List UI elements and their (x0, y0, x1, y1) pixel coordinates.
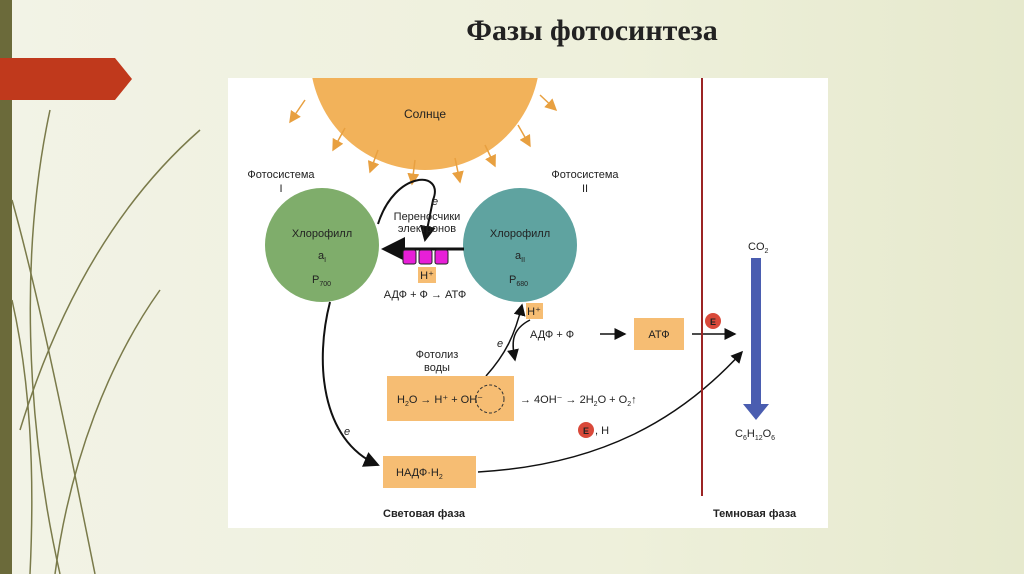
atp-box (634, 318, 684, 350)
photosystem1-label: Фотосистема (247, 169, 315, 181)
water-equation: H2O→H⁺ +OH⁻ (397, 394, 483, 408)
sun (312, 78, 538, 170)
h-plus-1: H⁺ (420, 270, 434, 282)
carriers-label-1: Переносчики (394, 211, 461, 223)
a2-label: aII (515, 250, 525, 264)
carriers-label-2: электронов (398, 223, 456, 235)
water-photolysis-box (387, 376, 514, 421)
co2-arrow (751, 258, 761, 408)
title-banner-arrow (0, 58, 132, 100)
photolysis-label-2: воды (424, 362, 450, 374)
photosystem2-label: Фотосистема (551, 169, 619, 181)
electron-carriers (402, 249, 449, 265)
co2-label: CO2 (748, 241, 769, 255)
nadph-label: НАДФ·H2 (396, 467, 443, 481)
decorative-lines (11, 109, 201, 574)
h-plus-2: H⁺ (527, 306, 541, 318)
sun-rays (289, 94, 558, 186)
a1-label: aI (318, 250, 326, 264)
chlorophyll1-label: Хлорофилл (292, 228, 352, 240)
oh-reaction: → 4OH⁻ → 2H2O + O2↑ (520, 394, 637, 408)
photosystem1-circle (265, 188, 379, 302)
chlorophyll2-label: Хлорофилл (490, 228, 550, 240)
slide-title: Фазы фотосинтеза (466, 14, 717, 47)
sun-label: Солнце (404, 107, 446, 121)
photosystem2-circle (463, 188, 577, 302)
electron-label-3: e (497, 338, 503, 350)
photosystem1-number: I (279, 183, 282, 195)
atp-label: АТФ (648, 329, 669, 341)
e-h-label: , H (595, 425, 609, 437)
atp-reaction-top: АДФ + Ф → АТФ (384, 289, 466, 301)
p700-label: P700 (312, 274, 331, 288)
nadph-box (383, 456, 476, 488)
dark-phase-label: Темновая фаза (713, 508, 797, 520)
p680-label: P680 (509, 274, 528, 288)
adp-p-label: АДФ + Ф (530, 329, 574, 341)
energy-label-2: E (583, 426, 589, 436)
oh-dashed-circle (475, 384, 505, 414)
light-phase-label: Световая фаза (383, 508, 466, 520)
energy-label-1: E (710, 317, 716, 327)
electron-label: e (432, 196, 438, 208)
energy-badge-1 (705, 313, 721, 329)
energy-badge-2 (578, 422, 594, 438)
glucose-label: C6H12O6 (735, 428, 775, 442)
electron-label-2: e (344, 426, 350, 438)
photosynthesis-diagram: Солнце Фотосистема I Фотосистема II Хлор… (228, 78, 828, 528)
left-strip (0, 0, 12, 574)
photosystem2-number: II (582, 183, 588, 195)
photolysis-label-1: Фотолиз (416, 349, 459, 361)
